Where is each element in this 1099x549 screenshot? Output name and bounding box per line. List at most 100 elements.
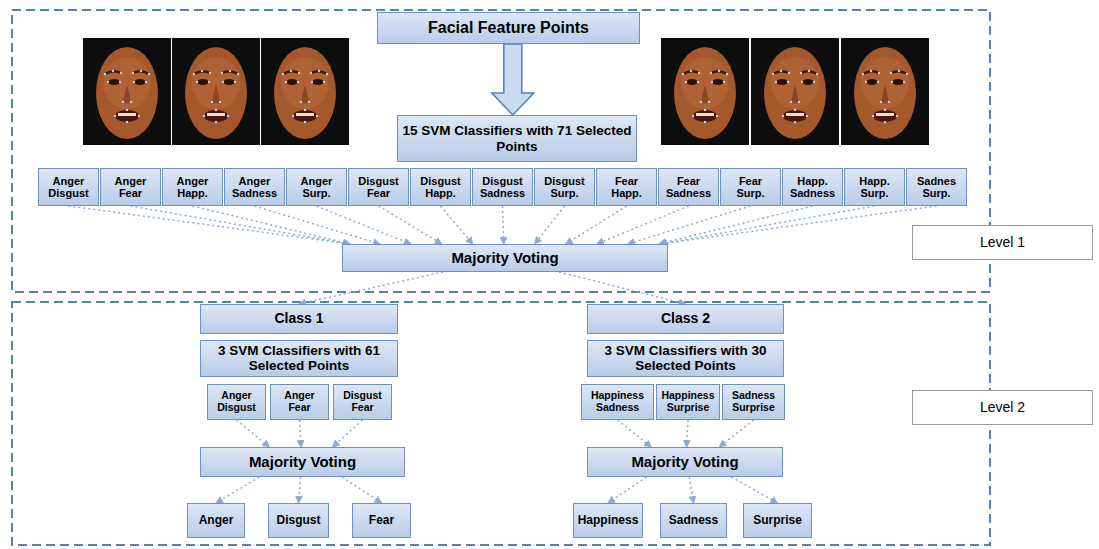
dotted-arrow [237, 420, 270, 447]
node-label: Disgust Happ. [414, 175, 467, 200]
node-label: Surprise [753, 514, 802, 527]
pair-classifier-box: Anger Happ. [162, 168, 223, 206]
pair-classifier-box: Fear Surp. [720, 168, 781, 206]
node-label: Happ. Surp. [848, 175, 901, 200]
dotted-arrow [216, 477, 259, 503]
pair-classifier-box: Anger Fear [270, 384, 329, 420]
dotted-arrow [299, 272, 443, 304]
node-label: Anger Fear [104, 175, 157, 200]
pair-classifier-box: Anger Disgust [207, 384, 266, 420]
pair-classifier-box: Anger Surp. [286, 168, 347, 206]
voting-box: Majority Voting [587, 447, 783, 477]
dotted-arrow [503, 206, 504, 244]
dotted-arrow [317, 206, 411, 244]
node-label: Anger Disgust [42, 175, 95, 200]
node-label: Sadness Surprise [726, 390, 781, 414]
node-label: 3 SVM Classifiers with 61 Selected Point… [204, 343, 394, 373]
pair-classifier-box: Fear Happ. [596, 168, 657, 206]
node-label: Sadness [669, 514, 718, 527]
face-photo [261, 38, 349, 145]
dotted-arrow [299, 477, 301, 503]
pair-classifier-box: Happ. Surp. [844, 168, 905, 206]
classifier-box: 15 SVM Classifiers with 71 Selected Poin… [397, 115, 637, 162]
emotion-output-box: Disgust [268, 503, 329, 538]
node-label: Class 2 [661, 311, 710, 327]
node-label: Sadnes Surp. [910, 175, 963, 200]
dotted-arrow [441, 206, 473, 244]
dotted-arrow [689, 477, 693, 503]
pair-classifier-box: Sadnes Surp. [906, 168, 967, 206]
node-label: Majority Voting [249, 454, 356, 471]
level-label-box: Level 1 [912, 225, 1093, 260]
face-photo [841, 38, 929, 145]
node-label: Fear [369, 514, 394, 527]
node-label: Fear Surp. [724, 175, 777, 200]
pair-classifier-box: Disgust Surp. [534, 168, 595, 206]
node-label: Facial Feature Points [428, 19, 589, 37]
node-label: Anger Happ. [166, 175, 219, 200]
classifier-box: 3 SVM Classifiers with 30 Selected Point… [587, 340, 784, 377]
class-box: Class 1 [200, 304, 398, 334]
node-label: Happ. Sadness [786, 175, 839, 200]
node-label: Class 1 [274, 311, 323, 327]
dotted-arrow [660, 206, 937, 244]
node-label: Level 1 [980, 235, 1025, 251]
dotted-arrow [608, 477, 647, 503]
node-label: Anger Sadness [228, 175, 281, 200]
pair-classifier-box: Anger Sadness [224, 168, 285, 206]
dotted-arrow [618, 420, 652, 447]
node-label: Happiness Surprise [660, 390, 716, 414]
classifier-box: 3 SVM Classifiers with 61 Selected Point… [200, 340, 398, 377]
node-label: Disgust Fear [337, 390, 388, 414]
node-label: Anger [199, 514, 234, 527]
node-label: Majority Voting [451, 250, 558, 267]
pair-classifier-box: Happiness Sadness [581, 384, 654, 420]
node-label: Disgust Sadness [476, 175, 529, 200]
dotted-arrow [559, 272, 685, 304]
dotted-arrow [566, 206, 627, 244]
emotion-output-box: Fear [352, 503, 411, 538]
pair-classifier-box: Anger Disgust [38, 168, 99, 206]
pair-classifier-box: Fear Sadness [658, 168, 719, 206]
dotted-arrow [597, 206, 689, 244]
level-label-box: Level 2 [912, 390, 1093, 425]
node-label: Majority Voting [631, 454, 738, 471]
node-label: Disgust Fear [352, 175, 405, 200]
level-region [12, 10, 990, 292]
voting-box: Majority Voting [200, 447, 405, 477]
dotted-arrow [687, 420, 689, 447]
dotted-arrow [660, 206, 875, 244]
pair-classifier-box: Disgust Fear [348, 168, 409, 206]
pair-classifier-box: Disgust Happ. [410, 168, 471, 206]
node-label: Disgust Surp. [538, 175, 591, 200]
dotted-arrow [193, 206, 351, 244]
input-box: Facial Feature Points [377, 12, 640, 44]
level-region [12, 302, 990, 545]
dotted-arrow [535, 206, 565, 244]
node-label: 3 SVM Classifiers with 30 Selected Point… [591, 343, 780, 373]
pair-classifier-box: Happ. Sadness [782, 168, 843, 206]
dotted-arrow [731, 477, 777, 503]
node-label: Anger Surp. [290, 175, 343, 200]
face-photo [172, 38, 260, 145]
dotted-arrow [69, 206, 351, 244]
dotted-arrow [379, 206, 442, 244]
node-label: Anger Disgust [211, 390, 262, 414]
pair-classifier-box: Happiness Surprise [656, 384, 720, 420]
pair-classifier-box: Sadness Surprise [722, 384, 785, 420]
dotted-arrow [255, 206, 380, 244]
node-label: Happiness Sadness [585, 390, 650, 414]
dotted-arrow [659, 206, 813, 244]
dotted-arrow [719, 420, 753, 447]
dotted-arrow [300, 420, 302, 447]
dotted-arrow [342, 477, 382, 503]
voting-box: Majority Voting [342, 244, 668, 272]
pair-classifier-box: Disgust Sadness [472, 168, 533, 206]
face-photo [751, 38, 839, 145]
pair-classifier-box: Disgust Fear [333, 384, 392, 420]
emotion-output-box: Anger [187, 503, 245, 538]
pair-classifier-box: Anger Fear [100, 168, 161, 206]
class-box: Class 2 [587, 304, 784, 334]
